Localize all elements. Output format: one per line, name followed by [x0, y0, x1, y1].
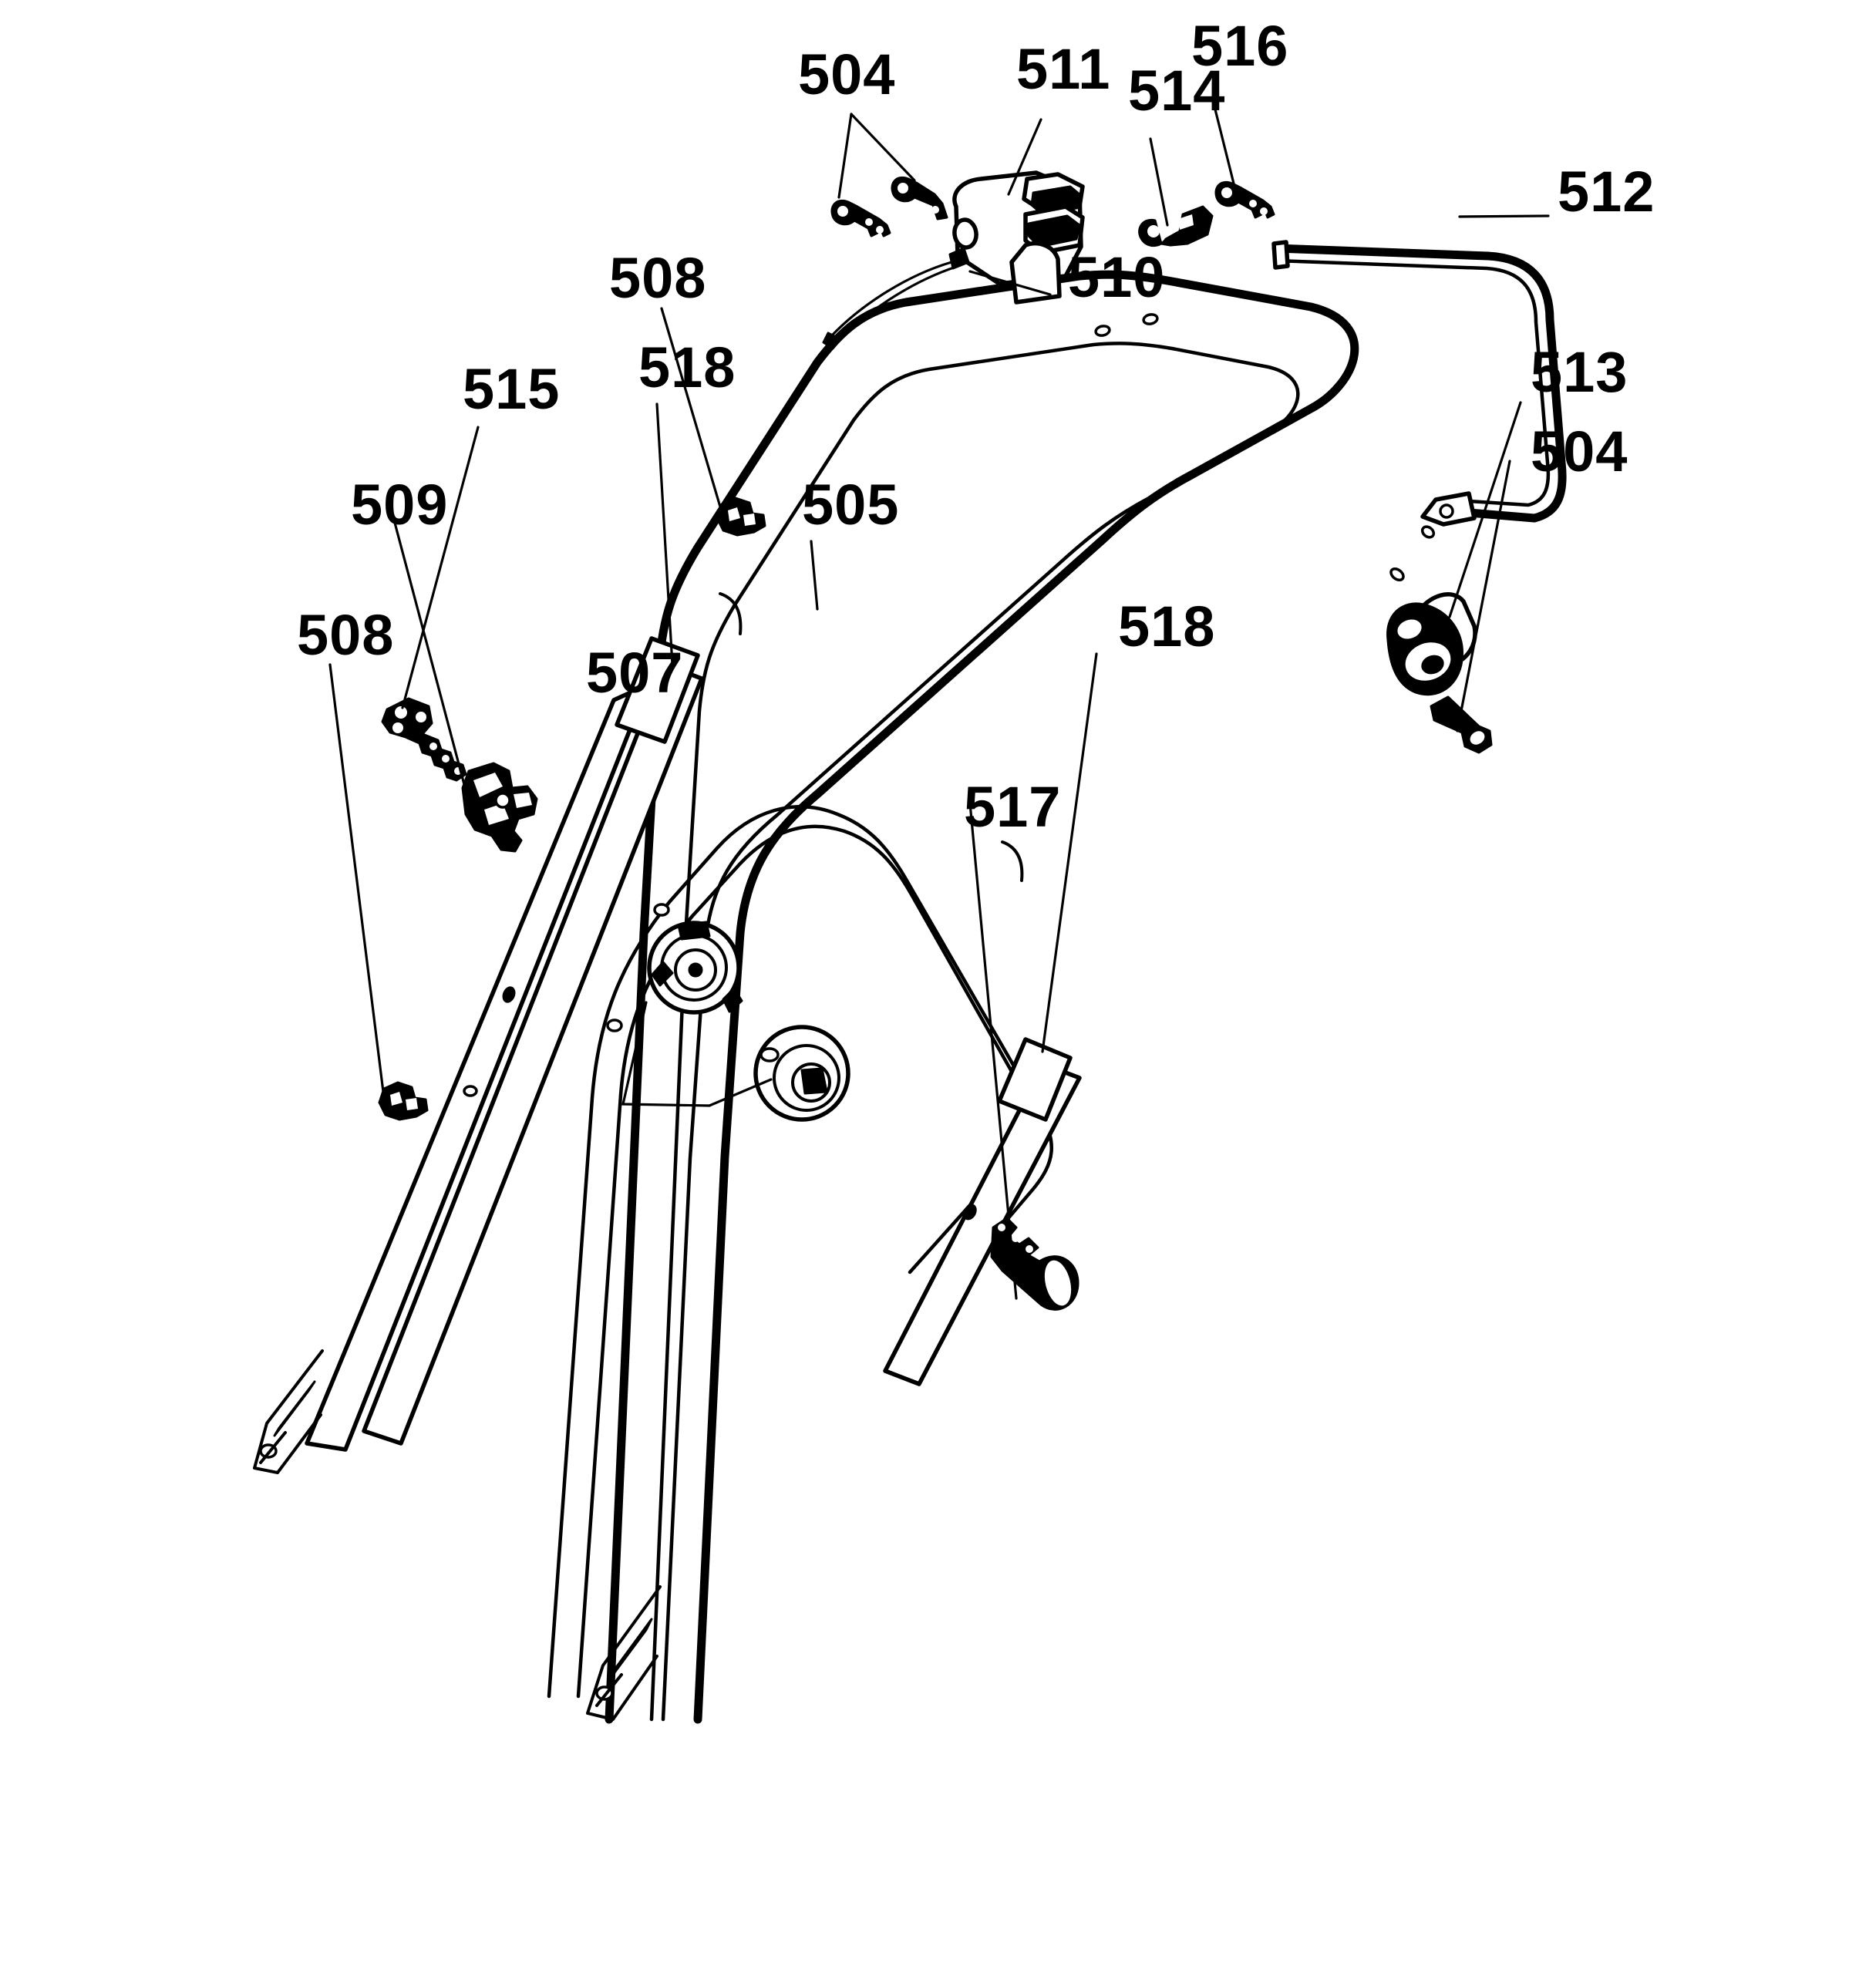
callout-511: 511 [1016, 37, 1110, 101]
part-508-clip-a [716, 497, 766, 537]
handle-lower-end-left [253, 1349, 324, 1474]
callout-518-right: 518 [1118, 594, 1215, 658]
part-518-grip-left [305, 636, 704, 1452]
part-517-knob-screw [990, 1217, 1079, 1311]
part-512-upper-rod [1271, 240, 1567, 527]
part-507-roller-lower [753, 1025, 850, 1122]
callout-513: 513 [1531, 340, 1628, 404]
callout-508-lower: 508 [297, 603, 394, 667]
handle-bar-splice-ferrules [719, 592, 1024, 882]
callout-518-left: 518 [638, 335, 736, 399]
callout-505: 505 [802, 473, 899, 537]
callout-504-top-left: 504 [798, 42, 895, 106]
callout-516: 516 [1191, 14, 1288, 78]
callout-504-right: 504 [1531, 419, 1628, 483]
callout-510: 510 [1068, 245, 1165, 309]
callout-514: 514 [1128, 59, 1225, 123]
part-518-grip-right [883, 1037, 1082, 1386]
part-504-screw-c [1430, 695, 1493, 754]
callout-517: 517 [964, 775, 1061, 839]
part-510-handle-bar [605, 270, 1436, 1724]
part-507-roller-upper [647, 921, 743, 1015]
callout-507: 507 [586, 641, 683, 705]
callout-512: 512 [1558, 160, 1655, 224]
callout-508-upper: 508 [609, 246, 706, 310]
part-504-screw-a [830, 200, 891, 237]
part-508-clip-b [378, 1081, 429, 1121]
part-514-cable-clamp [1138, 205, 1214, 247]
part-511-switch-box [822, 170, 1085, 350]
part-504-screw-b [891, 177, 948, 221]
part-509-bracket [461, 762, 538, 853]
callout-515: 515 [463, 357, 560, 421]
handle-lower-end-right [586, 1585, 662, 1721]
part-513-knob [1386, 592, 1477, 696]
leader-lines [328, 96, 1550, 1300]
callout-509: 509 [351, 473, 448, 537]
part-516-screw [1214, 181, 1275, 219]
